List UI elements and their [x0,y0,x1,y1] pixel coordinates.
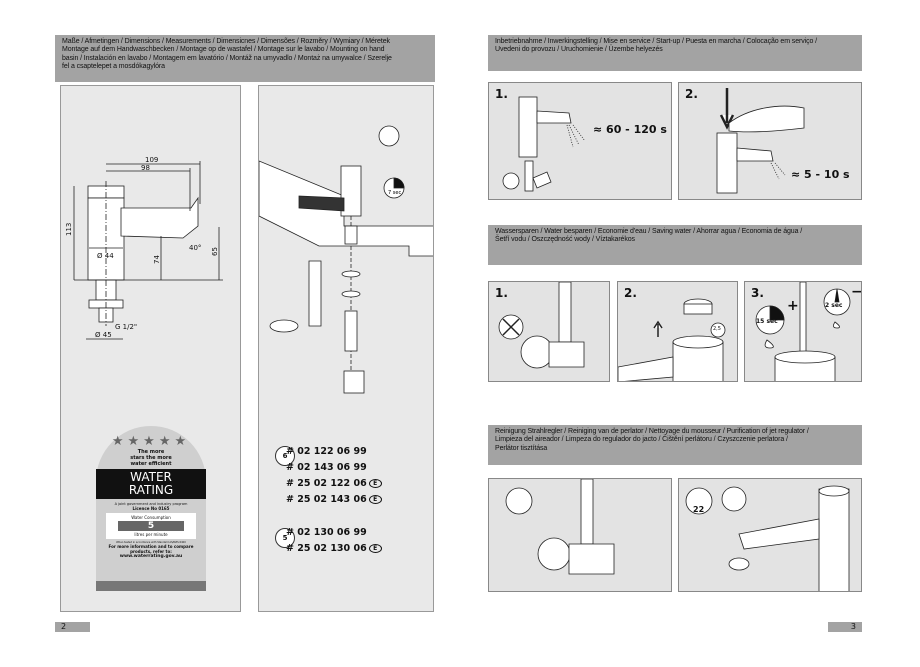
cleaning-header: Reinigung Strahlregler / Reiniging van d… [488,425,862,465]
article-code: # 02 122 06 99 [286,446,367,457]
e-mark-icon: E [368,544,382,553]
wrench-size: 22 [693,505,705,514]
dim-65: 65 [211,247,219,256]
header-line: basin / Instalación en lavabo / Montagem… [62,54,392,62]
consumption-label: Water Consumption [131,515,171,520]
dim-98: 98 [141,164,150,172]
e-mark-icon: E [368,495,382,504]
step-number: 2. [624,286,637,300]
remove-cap-drawing [618,298,726,381]
installation-drawing: 7 sec [259,125,433,394]
installation-panel: 7 sec [258,85,434,612]
flush-duration: ≈ 60 - 120 s [593,123,667,136]
header-line: Inbetriebnahme / Inwerkingstelling / Mis… [495,38,817,45]
codes-group2-badge: 5 [275,528,295,548]
saving-step-1: 1. [488,281,610,382]
page-number: 3 [828,622,862,632]
dim-dia44: Ø 44 [97,252,114,260]
header-line: Maße / Afmetingen / Dimensions / Measure… [62,38,390,45]
tagline: stars the more [130,455,172,461]
header-line: Šetří vodu / Oszczędność wody / Víztakar… [495,236,635,244]
header-line: Reinigung Strahlregler / Reiniging van d… [495,428,809,435]
dim-109: 109 [145,156,158,164]
remove-aerator-drawing [685,485,850,591]
info: products, refer to: [130,549,172,554]
wrench-size-badge: 2,5 [713,326,721,332]
step-number: 3. [751,286,764,300]
adjust-time-drawing [755,282,851,381]
close-valve-drawing [505,479,615,575]
header-line: Montage auf dem Handwaschbecken / Montag… [62,46,385,54]
licence: Licence No 0165 [132,506,170,511]
rating-title: RATING [128,483,174,497]
long-time-label: 15 sec [756,318,778,325]
cleaning-step-1 [488,478,672,592]
startup-step-2: 2. ≈ 5 - 10 s [678,82,862,200]
note: When tested in accordance with Standard … [116,541,186,544]
header-line: Uvedeni do provozu / Uruchomienie / Üzem… [495,46,663,54]
dim-74: 74 [153,255,161,264]
tagline: The more [137,449,165,455]
header-line: Wassersparen / Water besparen / Economie… [495,228,803,235]
header-line: fel a csaptelepet a mosdókagylóra [62,63,165,71]
rating-title: WATER [130,470,172,484]
faucet-flush-drawing [502,96,586,192]
run-duration: ≈ 5 - 10 s [791,168,850,181]
faucet-dimension-drawing: 109 98 113 74 65 40° Ø 44 G 1/2" Ø 45 [65,156,223,340]
plus-icon: + [787,298,799,314]
dimensions-header: Maße / Afmetingen / Dimensions / Measure… [55,35,435,82]
header-line: Perlátor tisztítása [495,444,548,452]
press-button-drawing [716,88,805,194]
step-number: 1. [495,286,508,300]
url: www.waterrating.gov.au [119,554,183,559]
header-line: Limpieza del aireador / Limpeza do regul… [495,436,788,444]
dimensions-panel: 109 98 113 74 65 40° Ø 44 G 1/2" Ø 45 ★★… [60,85,241,612]
e-mark-icon: E [368,479,382,488]
dim-dia45: Ø 45 [95,331,112,339]
startup-header: Inbetriebnahme / Inwerkingstelling / Mis… [488,35,862,71]
minus-icon: − [851,284,862,300]
water-rating-label: ★★★★★ The more stars the more water effi… [96,426,206,591]
close-valve-drawing [498,282,585,369]
install-time: 7 sec [388,190,401,196]
dim-113: 113 [65,223,73,236]
info: For more information and to compare [108,544,194,549]
step-number: 2. [685,87,698,101]
short-time-label: 2 sec [825,302,843,309]
step-number: 1. [495,87,508,101]
codes-group1-badge: 6 [275,446,295,466]
consumption-value: 5 [118,521,184,531]
page-number: 2 [55,622,90,632]
startup-step-1: 1. ≈ 60 - 120 s [488,82,672,200]
dim-thread: G 1/2" [115,323,137,331]
program: A joint government and industry program [114,502,188,506]
saving-step-3: 3. + − 15 sec 2 sec [744,281,862,382]
article-code: # 02 130 06 99 [286,527,367,538]
cleaning-step-2: 22 [678,478,862,592]
saving-step-2: 2. 2,5 [617,281,738,382]
dim-angle: 40° [189,244,201,252]
rating-stars: ★★★★★ [111,434,191,449]
consumption-unit: litres per minute [134,532,168,537]
article-code: # 02 143 06 99 [286,462,367,473]
tagline: water efficient [130,461,172,467]
saving-water-header: Wassersparen / Water besparen / Economie… [488,225,862,265]
